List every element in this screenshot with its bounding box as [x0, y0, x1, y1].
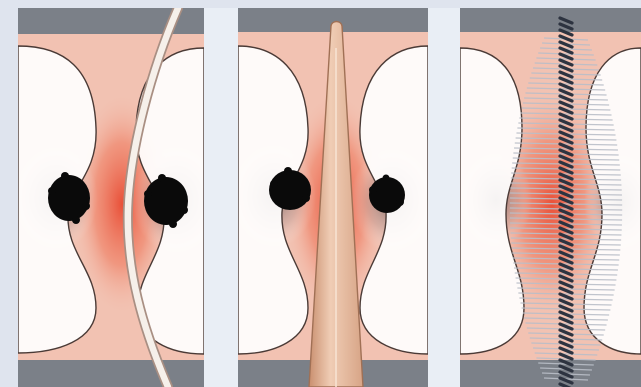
bone-bottom [18, 360, 204, 387]
bone-top [460, 8, 641, 32]
panel-2-wooden-stick [232, 8, 434, 387]
interdental-cleaning-illustration [18, 8, 641, 387]
panel-divider [428, 8, 460, 387]
panel-divider [204, 8, 238, 387]
panel-3-interdental-brush [460, 8, 641, 387]
panel-1-thin-pick [18, 8, 220, 387]
